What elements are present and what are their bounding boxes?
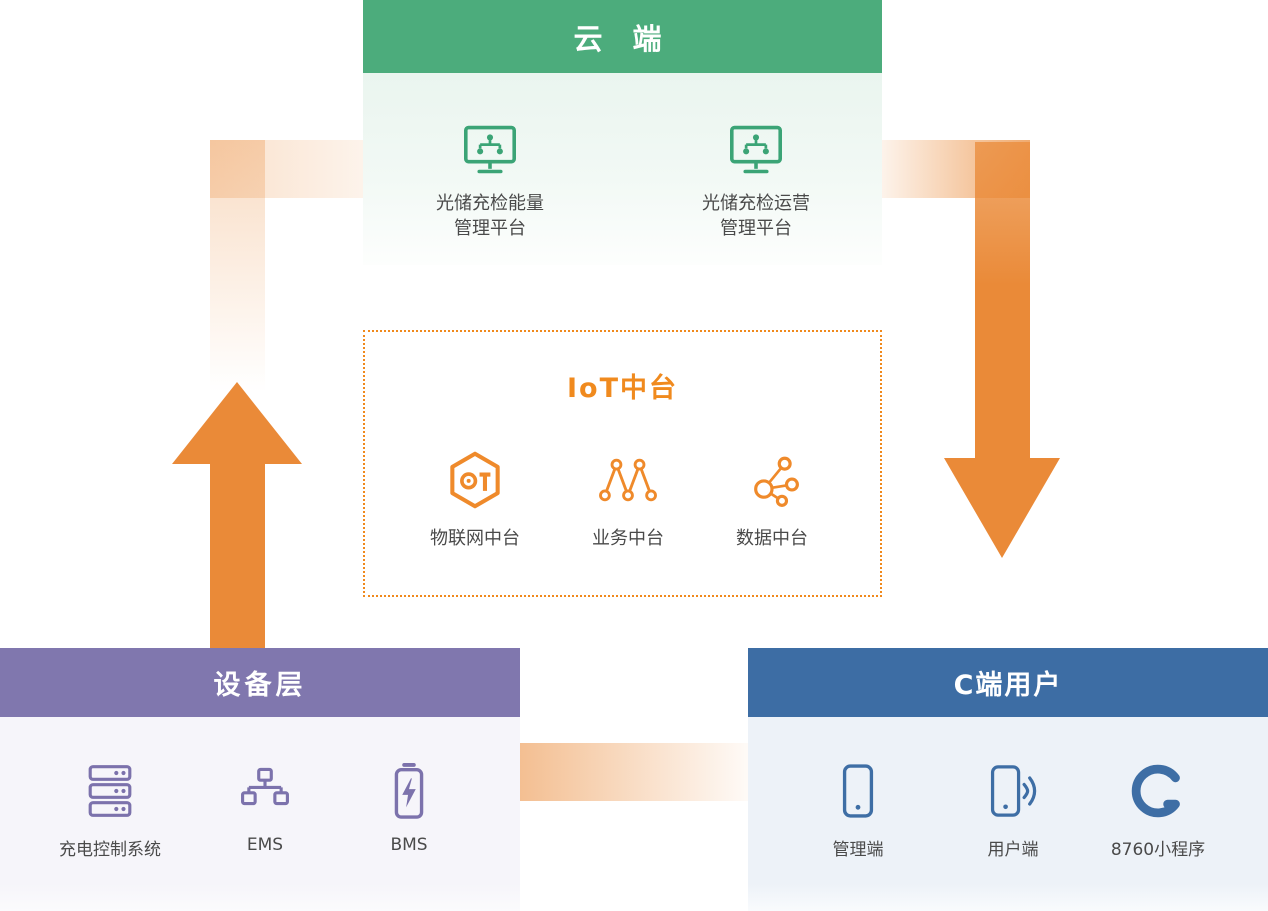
device-item-label: 充电控制系统 <box>59 840 161 860</box>
flow-band-bottom-horizontal <box>520 743 748 801</box>
device-item-charging-control: 充电控制系统 <box>30 761 190 860</box>
iot-hexagon-icon <box>390 448 560 512</box>
c-user-item-client: 用户端 <box>933 761 1093 860</box>
c-user-item-label: 管理端 <box>832 840 884 860</box>
cloud-section-body: 光储充检能量 管理平台 光储充检运营 管理平台 <box>363 73 882 265</box>
flow-band-left-vertical <box>210 140 265 392</box>
iot-item-label: 数据中台 <box>736 528 808 549</box>
device-item-label: BMS <box>390 835 428 855</box>
platform-label-line2: 管理平台 <box>720 218 792 240</box>
ems-sitemap-icon <box>185 761 345 821</box>
device-layer-body: 充电控制系统 EMS BMS <box>0 717 520 911</box>
iot-item-data-platform: 数据中台 <box>687 448 857 550</box>
c-users-header: C端用户 <box>748 648 1268 717</box>
device-item-bms: BMS <box>329 761 489 855</box>
platform-energy-management: 光储充检能量 管理平台 <box>385 121 595 241</box>
platform-label-line2: 管理平台 <box>454 218 526 240</box>
monitor-network-icon <box>651 121 861 179</box>
c-logo-icon <box>1078 761 1238 821</box>
platform-label-line1: 光储充检运营 <box>702 193 810 214</box>
cloud-section-header: 云 端 <box>363 0 882 73</box>
up-arrow-shaft <box>210 460 265 648</box>
iot-middle-platform-box: IoT中台 物联网中台 <box>363 330 882 597</box>
up-arrow-icon <box>172 382 302 464</box>
iot-item-label: 物联网中台 <box>430 528 520 549</box>
c-user-item-label: 用户端 <box>987 840 1039 860</box>
iot-item-business-platform: 业务中台 <box>543 448 713 550</box>
iot-item-label: 业务中台 <box>592 528 664 549</box>
c-users-title: C端用户 <box>953 670 1063 701</box>
c-user-item-admin: 管理端 <box>778 761 938 860</box>
cloud-section-title: 云 端 <box>573 21 672 56</box>
device-item-ems: EMS <box>185 761 345 855</box>
phone-signal-icon <box>933 761 1093 821</box>
down-arrow-icon <box>944 458 1060 558</box>
iot-item-iot-platform: 物联网中台 <box>390 448 560 550</box>
data-hub-icon <box>687 448 857 512</box>
device-layer-title: 设备层 <box>213 670 307 701</box>
flow-band-left-horizontal <box>210 140 363 198</box>
battery-bolt-icon <box>329 761 489 821</box>
c-user-item-miniprogram: 8760小程序 <box>1078 761 1238 860</box>
phone-icon <box>778 761 938 821</box>
platform-operation-management: 光储充检运营 管理平台 <box>651 121 861 241</box>
c-user-item-label: 8760小程序 <box>1110 840 1206 860</box>
iot-platform-title: IoT中台 <box>566 373 678 404</box>
business-network-icon <box>543 448 713 512</box>
down-arrow-shaft <box>975 142 1030 460</box>
c-users-body: 管理端 用户端 8760小程序 <box>748 717 1268 911</box>
server-rack-icon <box>30 761 190 821</box>
monitor-network-icon <box>385 121 595 179</box>
platform-label-line1: 光储充检能量 <box>436 193 544 214</box>
device-item-label: EMS <box>246 835 284 855</box>
device-layer-header: 设备层 <box>0 648 520 717</box>
